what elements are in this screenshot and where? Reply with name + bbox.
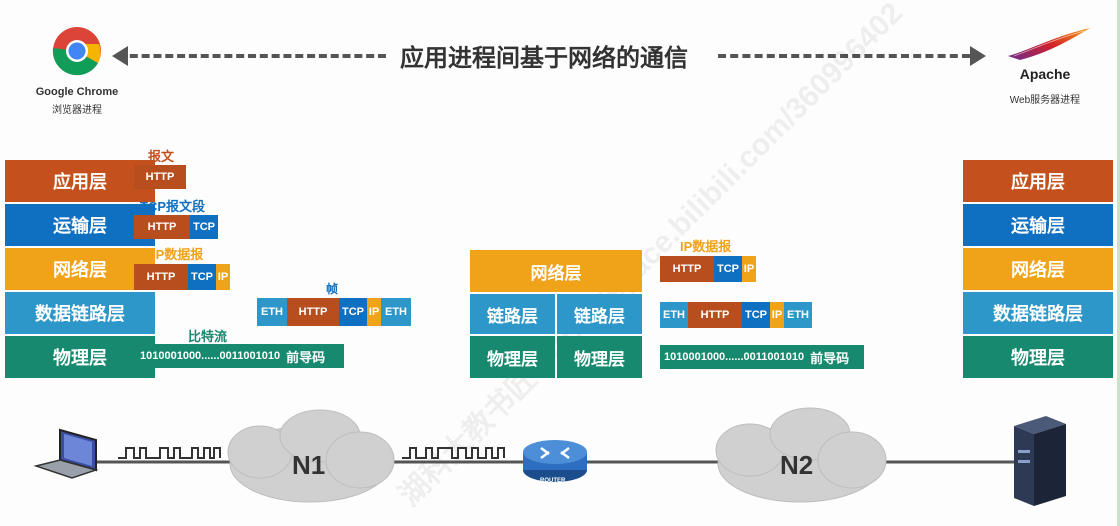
router-bitstream-preamble: 前导码 (810, 350, 850, 366)
left-layer-transport: 运输层 (5, 204, 155, 246)
dashed-line-right (718, 54, 970, 58)
router-label: ROUTER (540, 478, 566, 484)
left-layer-datalink: 数据链路层 (5, 292, 155, 334)
router-frame-ip: IP (770, 302, 784, 328)
cloud-n1-label: N1 (292, 450, 326, 480)
right-layer-transport: 运输层 (963, 204, 1113, 246)
pdu-frame-eth-head: ETH (257, 298, 287, 326)
server-icon (1014, 416, 1066, 506)
apache-feather-icon (1000, 22, 1096, 64)
client-name: Google Chrome (35, 86, 119, 98)
router-layer-physical-left: 物理层 (470, 336, 555, 378)
segment-label: TCP报文段 (140, 199, 206, 214)
network-topology (33, 407, 1066, 506)
pdu-frame-ip: IP (367, 298, 381, 326)
left-layer-network: 网络层 (5, 248, 155, 290)
laptop-icon (33, 428, 99, 479)
arrow-right-icon (970, 46, 986, 66)
pdu-bitstream: 1010001000......0011001010 前导码 (136, 344, 344, 368)
right-layer-network: 网络层 (963, 248, 1113, 290)
router-frame-eth-head: ETH (660, 302, 688, 328)
client-subtitle: 浏览器进程 (52, 105, 102, 116)
bitstream-bits: 1010001000......0011001010 (140, 350, 281, 362)
bitstream-label: 比特流 (188, 329, 228, 344)
pdu-frame-http: HTTP (287, 298, 339, 326)
server-name: Apache (1019, 66, 1071, 82)
router-datagram-ip: IP (742, 256, 756, 282)
frame-label: 帧 (326, 282, 339, 296)
cloud-n1-icon (227, 409, 395, 503)
right-layer-physical: 物理层 (963, 336, 1113, 378)
router-icon (523, 440, 587, 482)
right-layer-datalink: 数据链路层 (963, 292, 1113, 334)
pdu-segment-tcp: TCP (190, 215, 218, 239)
router-layer-network: 网络层 (470, 250, 642, 292)
pdu-segment-http: HTTP (134, 215, 190, 239)
cloud-n2-label: N2 (780, 450, 814, 480)
router-bitstream: 1010001000......0011001010 前导码 (660, 345, 864, 369)
router-layer-link-right: 链路层 (557, 294, 642, 334)
chrome-logo-icon (52, 26, 102, 76)
router-frame-eth-tail: ETH (784, 302, 812, 328)
pdu-datagram-http: HTTP (134, 264, 188, 290)
diagram-title: 应用进程间基于网络的通信 (400, 45, 688, 72)
pdu-datagram-ip: IP (216, 264, 230, 290)
pdu-message-http: HTTP (134, 165, 186, 189)
message-label: 报文 (148, 149, 175, 164)
right-edge-strip (1117, 0, 1120, 526)
router-bitstream-bits: 1010001000......0011001010 (664, 351, 805, 363)
right-layer-application: 应用层 (963, 160, 1113, 202)
router-frame-tcp: TCP (742, 302, 770, 328)
left-layer-physical: 物理层 (5, 336, 155, 378)
router-datagram-http: HTTP (660, 256, 714, 282)
router-datagram-label: IP数据报 (680, 239, 732, 254)
router-datagram-tcp: TCP (714, 256, 742, 282)
server-subtitle: Web服务器进程 (1009, 95, 1081, 106)
bitstream-preamble: 前导码 (286, 349, 326, 365)
datagram-label: IP数据报 (152, 247, 204, 262)
dashed-line-left (118, 54, 386, 58)
pdu-frame-tcp: TCP (339, 298, 367, 326)
router-layer-link-left: 链路层 (470, 294, 555, 334)
cloud-n2-icon (715, 407, 887, 503)
left-layer-application: 应用层 (5, 160, 155, 202)
pdu-frame-eth-tail: ETH (381, 298, 411, 326)
router-layer-physical-right: 物理层 (557, 336, 642, 378)
router-frame-http: HTTP (688, 302, 742, 328)
pdu-datagram-tcp: TCP (188, 264, 216, 290)
